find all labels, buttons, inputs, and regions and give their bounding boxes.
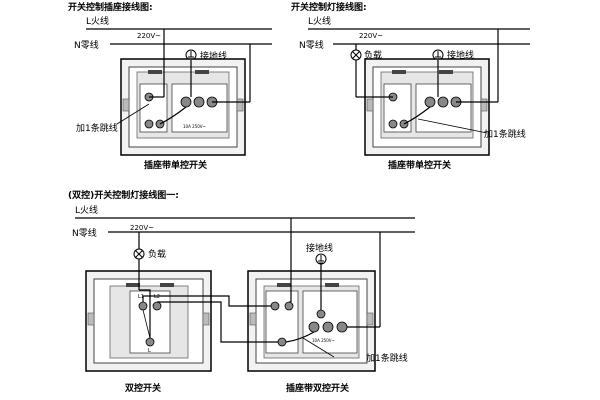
diagram2-load-label: 负载 (364, 49, 382, 61)
diagram2-voltage: 220V~ (359, 32, 383, 40)
diagram2-ground-label: 接地线 (447, 49, 474, 61)
diagram3-title: (双控)开关控制灯接线图一: (68, 189, 179, 201)
diagram3-jumper-pointer (302, 337, 335, 358)
diagram-socket-with-switch: 开关控制插座接线图: L火线 220V~ N零线 接地线 (68, 1, 272, 171)
diagram3-caption-left: 双控开关 (125, 382, 161, 394)
diagram2-socket-panel (364, 58, 490, 156)
diagram3-caption-right: 插座带双控开关 (286, 382, 349, 394)
diagram-light-with-switch: 开关控制灯接线图: L火线 220V~ N零线 负载 接地线 (291, 1, 530, 171)
diagram2-jumper-label: 加1条跳线 (484, 128, 526, 140)
diagram2-jumper-wire (403, 106, 431, 125)
diagram2-caption: 插座带单控开关 (388, 159, 451, 171)
diagram1-jumper-label: 加1条跳线 (76, 122, 118, 134)
diagram3-traveler-1 (142, 295, 271, 307)
diagram3-traveler-2 (157, 301, 278, 343)
diagram1-caption: 插座带单控开关 (144, 159, 207, 171)
diagram3-left-terminal-l: L (148, 348, 151, 354)
diagram3-socket-two-way-panel: 10A 250V~ (247, 270, 376, 372)
diagram2-neutral-label: N零线 (299, 39, 324, 51)
diagram1-neutral-label: N零线 (74, 39, 99, 51)
diagram1-jumper-pointer (116, 103, 150, 125)
diagram3-neutral-label: N零线 (72, 227, 97, 239)
diagram3-jumper-wire (285, 331, 315, 343)
diagram2-live-label: L火线 (308, 15, 331, 27)
diagram3-left-terminal-l1: L1 (138, 294, 144, 300)
diagram3-plate-rating: 10A 250V~ (312, 338, 335, 343)
diagram3-load-label: 负载 (148, 248, 166, 260)
diagram2-lamp-icon (350, 49, 362, 61)
diagram1-jumper-wire (159, 106, 187, 125)
diagram3-lamp-icon (133, 248, 145, 260)
diagram1-plate-rating: 10A 250V~ (183, 124, 206, 129)
diagram3-two-way-switch-panel: L1 L2 L (85, 270, 212, 372)
diagram2-jumper-pointer (417, 118, 488, 134)
diagram1-socket-panel: 10A 250V~ (120, 58, 246, 156)
diagram3-jumper-label: 加1条跳线 (366, 352, 408, 364)
diagram2-title: 开关控制灯接线图: (291, 1, 367, 13)
diagram3-ground-label: 接地线 (306, 242, 333, 254)
diagram1-live-label: L火线 (86, 15, 109, 27)
diagram1-voltage: 220V~ (137, 32, 161, 40)
diagram3-left-terminal-l2: L2 (154, 294, 160, 300)
diagram3-live-label: L火线 (75, 204, 98, 216)
diagram3-voltage: 220V~ (130, 224, 154, 232)
diagram1-title: 开关控制插座接线图: (68, 1, 153, 13)
diagram3-ground-symbol (315, 253, 327, 265)
diagram-two-way-switch: (双控)开关控制灯接线图一: L火线 220V~ N零线 负载 接地线 (68, 189, 415, 394)
